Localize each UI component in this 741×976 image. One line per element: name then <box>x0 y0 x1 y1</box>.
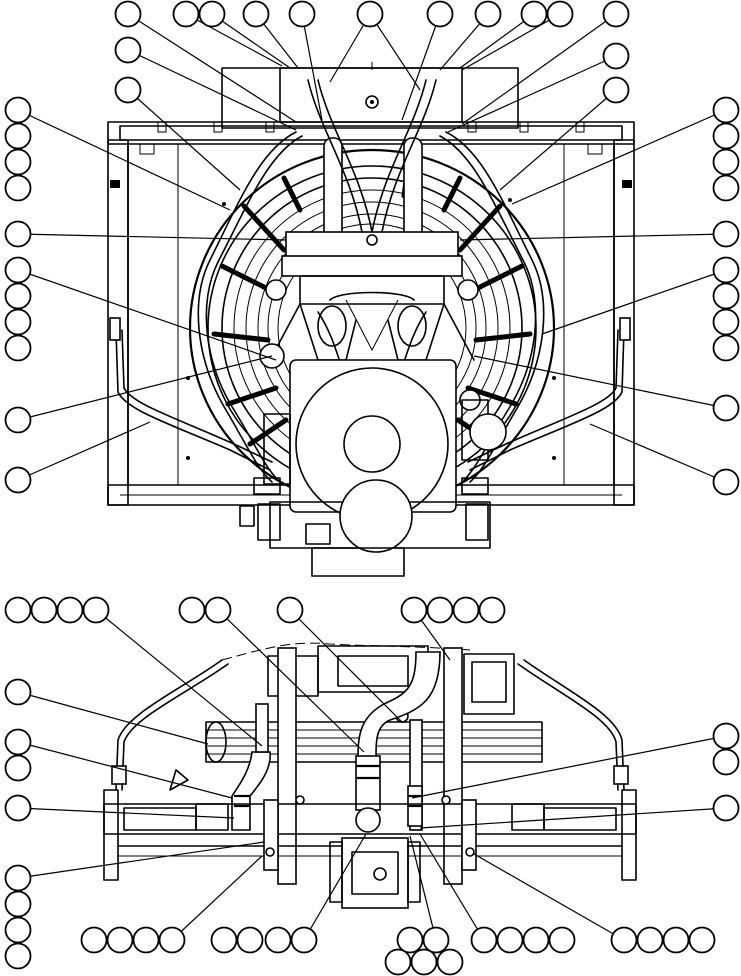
leader-lines <box>17 13 727 941</box>
upper-coolant-pipes <box>307 79 437 239</box>
engine-block <box>259 279 481 411</box>
flywheel-housing <box>253 359 507 521</box>
side-tubes <box>109 131 631 483</box>
side-right-pipe <box>407 785 423 827</box>
front-view <box>107 62 635 577</box>
top-mounting-bracket <box>221 62 519 129</box>
side-center-hose <box>355 651 441 833</box>
header-crossbar <box>269 231 475 361</box>
side-left-hose <box>231 703 271 831</box>
side-view-tubes <box>111 659 629 791</box>
side-view <box>103 642 637 909</box>
side-pump-housing <box>329 837 421 909</box>
callout-bubbles <box>4 0 740 976</box>
side-base-rails <box>103 789 637 881</box>
oil-pan <box>239 479 491 577</box>
